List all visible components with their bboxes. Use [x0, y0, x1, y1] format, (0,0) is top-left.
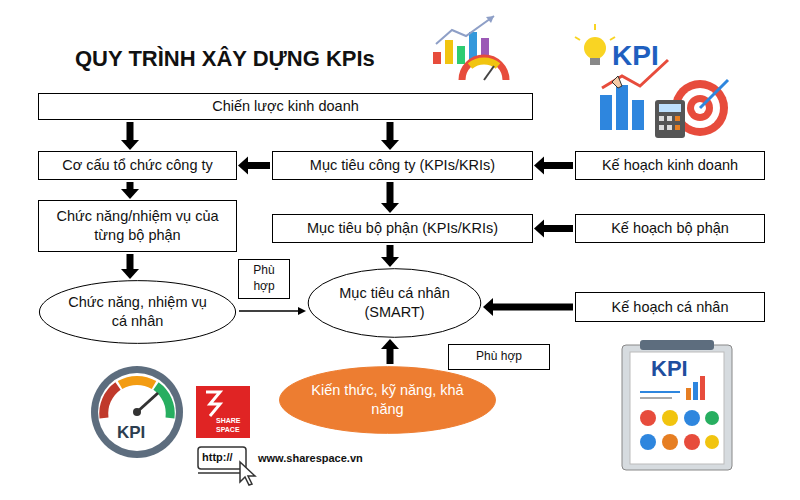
icon-label: SPACE: [216, 426, 240, 433]
block-arrow: [381, 245, 399, 267]
url-box: [198, 447, 255, 485]
block-arrow: [121, 122, 139, 150]
gauge-icon: [91, 366, 183, 458]
arrow-head: [298, 307, 306, 315]
document-icon: [622, 340, 732, 470]
process-box: Kế hoạch kinh doanh: [575, 151, 765, 180]
icon-label: www.sharespace.vn: [258, 452, 363, 464]
arrow-head: [121, 189, 139, 199]
block-arrow: [534, 157, 573, 175]
process-box: Cơ cấu tổ chức công ty: [38, 151, 237, 180]
ellipse-node: Mục tiêu cá nhân (SMART): [307, 268, 482, 338]
connector-line: [387, 348, 394, 364]
node-text: Mục tiêu công ty (KPIs/KRIs): [302, 154, 503, 177]
ellipse-outline: [307, 268, 482, 338]
ellipse-outline: [38, 280, 237, 344]
block-arrow: [381, 122, 399, 150]
connector-line: [543, 225, 573, 232]
process-box: Kế hoạch bộ phận: [575, 214, 765, 243]
node-text: Kế hoạch bộ phận: [603, 217, 737, 240]
node-text: Chức năng, nhiệm vụ cá nhân: [38, 291, 237, 333]
block-arrow: [121, 254, 139, 279]
node-text: Chức năng/nhiệm vụ của từng bộ phận: [39, 205, 236, 247]
node-text: Cơ cấu tổ chức công ty: [54, 154, 221, 177]
arrow-head: [534, 220, 544, 238]
note-box: Phù hợp: [238, 259, 290, 299]
kpi-icon: [575, 24, 728, 138]
process-box: Mục tiêu công ty (KPIs/KRIs): [272, 151, 533, 180]
diagram-title: QUY TRÌNH XÂY DỰNG KPIs: [75, 46, 375, 72]
connector-line: [492, 304, 573, 311]
arrow-head: [121, 140, 139, 150]
process-box: Chiến lược kinh doanh: [38, 93, 533, 120]
node-text: Kế hoạch cá nhân: [604, 296, 737, 319]
icon-label: http://: [202, 451, 233, 463]
sharespace-logo: [196, 386, 250, 438]
arrow-head: [534, 157, 544, 175]
arrow-head: [483, 298, 493, 316]
arrow-head: [381, 203, 399, 213]
thin-arrow: [239, 307, 306, 315]
icon-label: SHARE: [216, 417, 241, 424]
process-box: Kế hoạch cá nhân: [575, 292, 765, 322]
connector-line: [239, 310, 299, 312]
block-arrow: [381, 182, 399, 213]
block-arrow: [238, 157, 270, 175]
node-text: Phù hợp: [473, 348, 525, 366]
chart-icon: [433, 16, 506, 80]
block-arrow: [121, 182, 139, 199]
node-text: Mục tiêu cá nhân (SMART): [307, 282, 482, 324]
connector-line: [127, 182, 134, 190]
connector-line: [387, 182, 394, 204]
connector-line: [387, 245, 394, 258]
icon-label: KPI: [612, 40, 659, 72]
arrow-head: [381, 339, 399, 349]
node-text: Phù hợp: [239, 262, 289, 295]
arrow-head: [121, 269, 139, 279]
node-text: Chiến lược kinh doanh: [204, 95, 367, 118]
node-text: Kế hoạch kinh doanh: [594, 154, 746, 177]
ellipse-node: Kiến thức, kỹ năng, khả năng: [278, 366, 497, 434]
note-box: Phù hợp: [448, 344, 550, 370]
process-box: Chức năng/nhiệm vụ của từng bộ phận: [38, 200, 237, 252]
connector-line: [127, 254, 134, 270]
icon-label: KPI: [651, 356, 688, 382]
connector-line: [543, 162, 573, 169]
connector-line: [387, 122, 394, 141]
block-arrow: [381, 339, 399, 364]
ellipse-outline: [278, 366, 497, 434]
connector-line: [127, 122, 134, 141]
node-text: Mục tiêu bộ phận (KPIs/KRIs): [299, 217, 506, 240]
block-arrow: [534, 220, 573, 238]
block-arrow: [483, 298, 573, 316]
arrow-head: [381, 257, 399, 267]
ellipse-node: Chức năng, nhiệm vụ cá nhân: [38, 280, 237, 344]
node-text: Kiến thức, kỹ năng, khả năng: [278, 379, 497, 421]
connector-line: [247, 162, 270, 169]
arrow-head: [381, 140, 399, 150]
process-box: Mục tiêu bộ phận (KPIs/KRIs): [272, 214, 533, 243]
icon-label: KPI: [117, 423, 145, 443]
arrow-head: [238, 157, 248, 175]
